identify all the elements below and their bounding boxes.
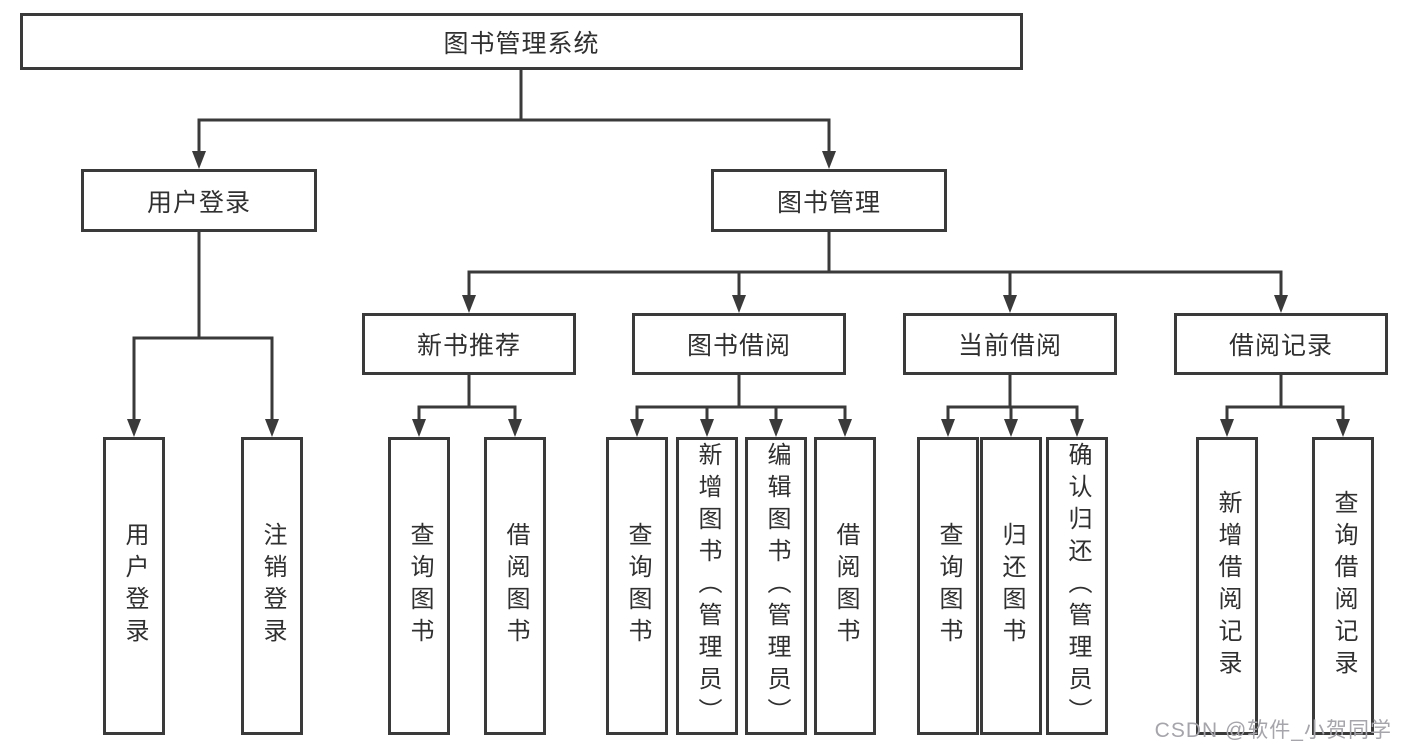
leaf-borrow-books-label: 借阅图书 bbox=[832, 522, 859, 650]
leaf-add-books-admin-label: 新增图书（管理员） bbox=[694, 442, 721, 730]
node-new-book-recommend-label: 新书推荐 bbox=[416, 332, 521, 360]
node-current-borrow-label: 当前借阅 bbox=[957, 332, 1062, 360]
node-book-borrow-label: 图书借阅 bbox=[686, 332, 791, 360]
node-root: 图书管理系统 bbox=[20, 13, 1023, 70]
leaf-query-books-current-label: 查询图书 bbox=[935, 522, 962, 650]
leaf-return-books: 归还图书 bbox=[980, 437, 1042, 735]
leaf-query-books-borrow-label: 查询图书 bbox=[624, 522, 651, 650]
leaf-logout-label: 注销登录 bbox=[259, 522, 286, 650]
leaf-edit-books-admin: 编辑图书（管理员） bbox=[745, 437, 807, 735]
leaf-query-books-current: 查询图书 bbox=[917, 437, 979, 735]
node-borrow-records: 借阅记录 bbox=[1174, 313, 1388, 375]
leaf-add-books-admin: 新增图书（管理员） bbox=[676, 437, 738, 735]
leaf-return-books-label: 归还图书 bbox=[998, 522, 1025, 650]
node-book-management-label: 图书管理 bbox=[776, 188, 881, 217]
leaf-query-books-recommend-label: 查询图书 bbox=[406, 522, 433, 650]
leaf-edit-books-admin-label: 编辑图书（管理员） bbox=[763, 442, 790, 730]
node-user-login: 用户登录 bbox=[81, 169, 317, 232]
node-book-borrow: 图书借阅 bbox=[632, 313, 846, 375]
leaf-confirm-return-admin-label: 确认归还（管理员） bbox=[1064, 442, 1091, 730]
watermark: CSDN @软件_小贺同学 bbox=[1154, 719, 1392, 742]
leaf-user-login: 用户登录 bbox=[103, 437, 165, 735]
leaf-query-borrow-record: 查询借阅记录 bbox=[1312, 437, 1374, 735]
node-user-login-label: 用户登录 bbox=[146, 188, 251, 217]
node-book-management: 图书管理 bbox=[711, 169, 947, 232]
leaf-borrow-books-recommend: 借阅图书 bbox=[484, 437, 546, 735]
leaf-query-books-recommend: 查询图书 bbox=[388, 437, 450, 735]
node-borrow-records-label: 借阅记录 bbox=[1228, 332, 1333, 360]
leaf-add-borrow-record-label: 新增借阅记录 bbox=[1214, 490, 1241, 682]
leaf-borrow-books: 借阅图书 bbox=[814, 437, 876, 735]
leaf-query-books-borrow: 查询图书 bbox=[606, 437, 668, 735]
node-root-label: 图书管理系统 bbox=[443, 29, 600, 58]
leaf-confirm-return-admin: 确认归还（管理员） bbox=[1046, 437, 1108, 735]
leaf-query-borrow-record-label: 查询借阅记录 bbox=[1330, 490, 1357, 682]
leaf-logout: 注销登录 bbox=[241, 437, 303, 735]
node-current-borrow: 当前借阅 bbox=[903, 313, 1117, 375]
leaf-add-borrow-record: 新增借阅记录 bbox=[1196, 437, 1258, 735]
leaf-borrow-books-recommend-label: 借阅图书 bbox=[502, 522, 529, 650]
node-new-book-recommend: 新书推荐 bbox=[362, 313, 576, 375]
leaf-user-login-label: 用户登录 bbox=[121, 522, 148, 650]
